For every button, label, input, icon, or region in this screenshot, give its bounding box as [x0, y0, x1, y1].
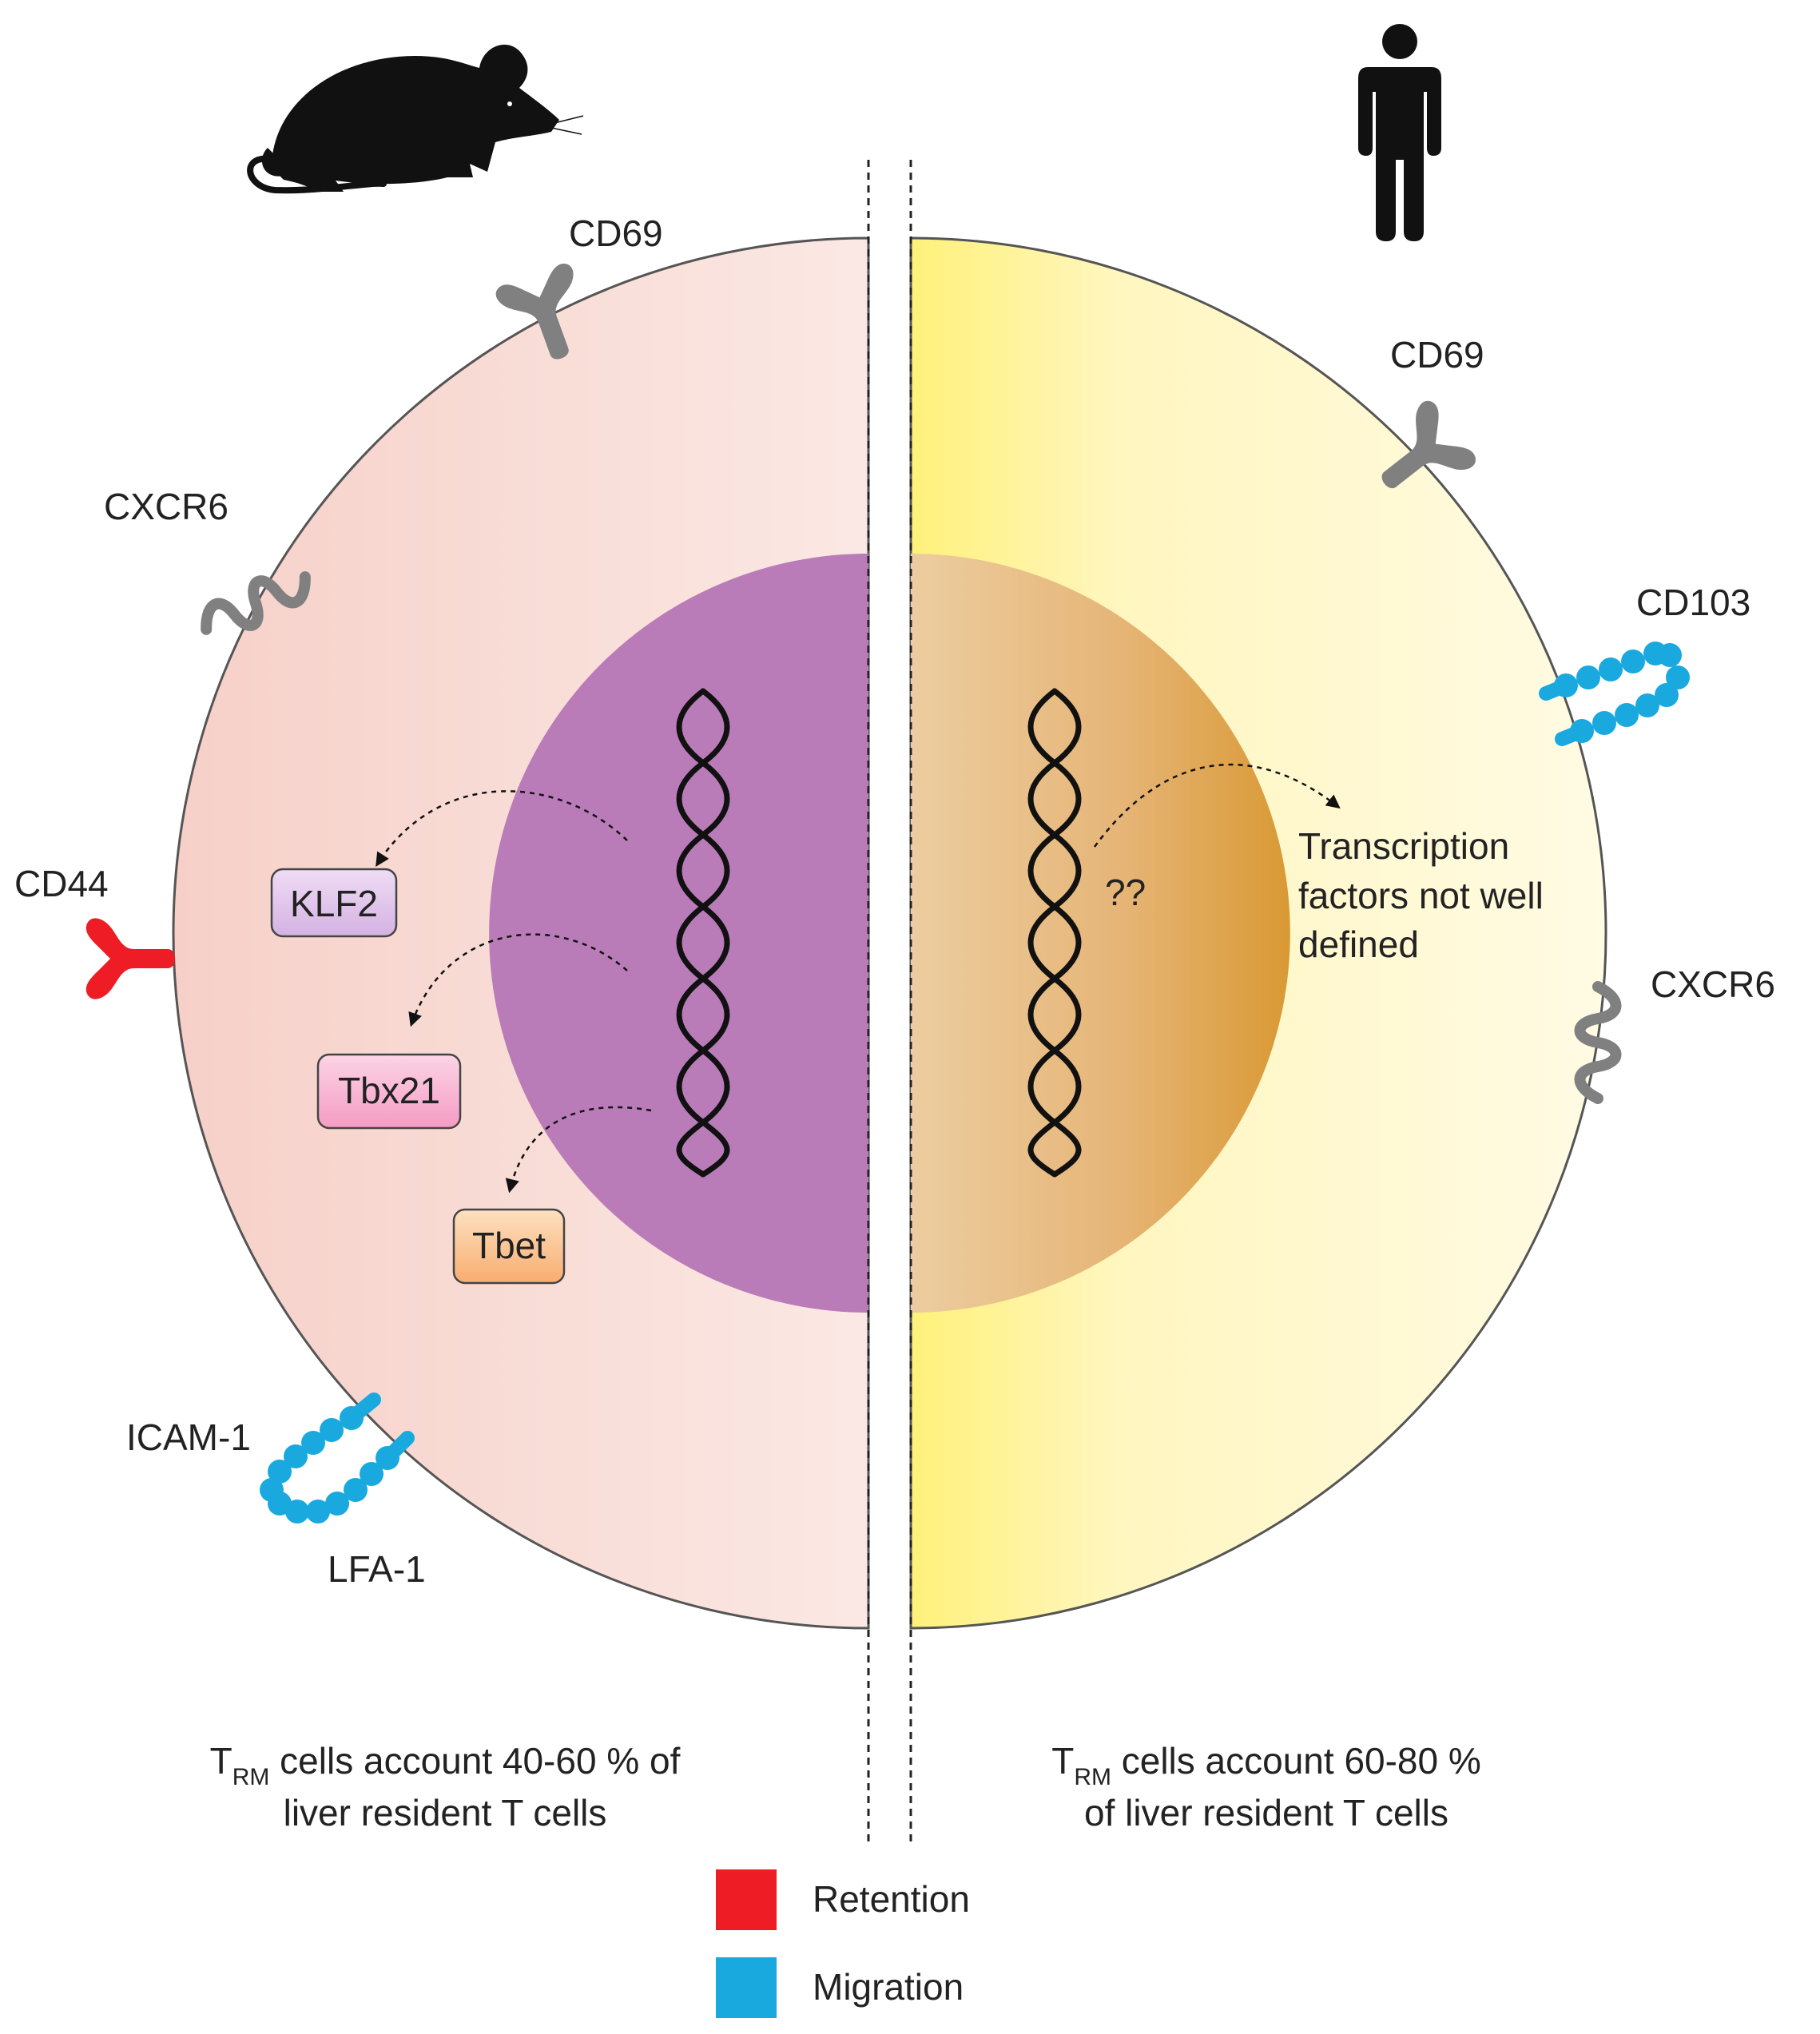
lfa1-bead-chain	[268, 1446, 399, 1524]
cd44-receptor	[85, 918, 175, 999]
mouse-caption-line-1: TRM cells account 40-60 % of	[210, 1740, 681, 1790]
tbet-box: Tbet	[452, 1208, 566, 1285]
arrow-to-tbet	[505, 1106, 652, 1194]
mouse-icam1-label: ICAM-1	[126, 1416, 251, 1458]
unknown-mark: ??	[1105, 872, 1146, 913]
tbx21-label: Tbx21	[338, 1070, 440, 1111]
mouse-cd69-label: CD69	[569, 213, 663, 254]
mouse-silhouette-icon	[247, 44, 584, 194]
mouse-cxcr6-label: CXCR6	[104, 486, 228, 527]
tf-note-line-1: Transcription	[1298, 825, 1509, 867]
human-cd103-label: CD103	[1636, 582, 1750, 623]
cd103-bead-chain-upper	[1554, 642, 1682, 697]
tf-note-line-2: factors not well	[1298, 875, 1544, 916]
human-cd69-label: CD69	[1390, 334, 1484, 375]
legend-swatch-retention	[716, 1869, 777, 1930]
cd103-receptor	[1539, 642, 1690, 746]
legend: Retention Migration	[716, 1869, 970, 2018]
legend-label-retention: Retention	[813, 1878, 970, 1920]
human-caption-line-2: of liver resident T cells	[1084, 1792, 1448, 1833]
human-caption-line-1: TRM cells account 60-80 %	[1051, 1740, 1481, 1790]
human-caption: TRM cells account 60-80 % of liver resid…	[1051, 1740, 1481, 1833]
dna-helix-icon	[1027, 688, 1082, 1178]
mouse-cd44-label: CD44	[14, 863, 109, 904]
arrow-to-tf-note	[1093, 763, 1341, 848]
icam1-lfa1-complex	[260, 1392, 415, 1524]
mouse-lfa1-label: LFA-1	[328, 1548, 426, 1590]
dna-helix-icon	[676, 688, 730, 1178]
mouse-tf-arrows	[376, 790, 652, 1194]
tf-note-line-3: defined	[1298, 924, 1419, 965]
klf2-label: KLF2	[290, 883, 378, 924]
human-cxcr6-label: CXCR6	[1651, 963, 1775, 1005]
mouse-caption: TRM cells account 40-60 % of liver resid…	[210, 1740, 681, 1833]
tbet-label: Tbet	[472, 1225, 546, 1266]
human-nucleus-half	[911, 554, 1290, 1313]
klf2-box: KLF2	[270, 868, 398, 938]
tbx21-box: Tbx21	[316, 1053, 462, 1130]
cd103-bead-chain-lower	[1570, 665, 1690, 743]
icam1-bead-chain	[260, 1406, 364, 1502]
arrow-to-tbx21	[408, 933, 628, 1027]
human-silhouette-icon	[1358, 24, 1441, 241]
mouse-caption-line-2: liver resident T cells	[284, 1792, 607, 1833]
legend-label-migration: Migration	[813, 1966, 964, 2008]
legend-swatch-migration	[716, 1957, 777, 2018]
